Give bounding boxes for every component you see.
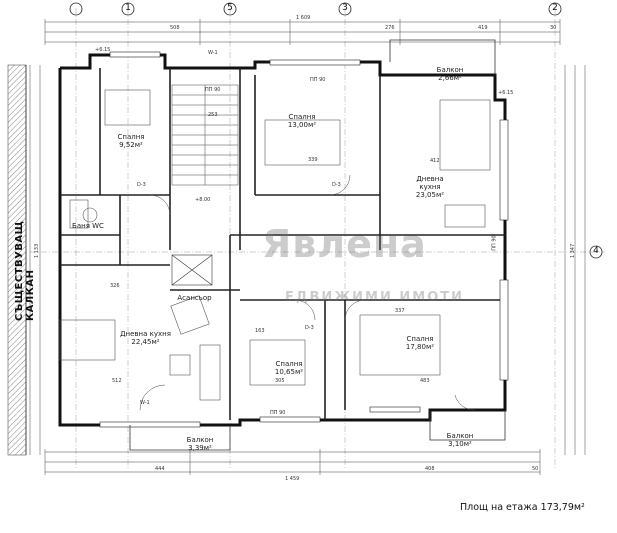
room-area: 9,52м² (119, 141, 143, 149)
dim-bottom-total: 1 459 (285, 476, 300, 482)
dim-bedroom1-b: 339 (308, 157, 318, 163)
room-area: 13,00м² (287, 121, 317, 129)
watermark-subtitle: ЕДВИЖИМИ ИМОТИ (285, 290, 464, 305)
staircase (171, 84, 239, 186)
room-bedroom-3: Спалня 10,65м² (264, 360, 314, 376)
room-name: Спалня (275, 360, 303, 368)
dim-right-total: 1 347 (570, 243, 577, 259)
dim-bottom-3: 50 (532, 466, 539, 472)
label-d3-c: D-3 (305, 325, 314, 331)
room-bathroom: Баня WC (68, 222, 108, 230)
room-area: 3,39м² (188, 444, 212, 452)
label-d3-b: D-3 (332, 182, 341, 188)
room-name: Баня WC (72, 222, 104, 230)
dim-bottom-2: 408 (425, 466, 435, 472)
dim-bedroom1-a: 253 (208, 112, 218, 118)
room-area: 2,66м² (438, 74, 462, 82)
dim-bedroom3-b: 305 (275, 378, 285, 384)
dim-bedroom4-b: 483 (420, 378, 430, 384)
elevator-shaft (171, 254, 213, 286)
room-balcony-1: Балкон 2,66м² (425, 66, 475, 82)
dim-left-total: 1 133 (34, 243, 41, 259)
dim-top-2: 276 (385, 25, 395, 31)
label-pp90-right: ПП 90 (491, 235, 498, 251)
room-name: Балкон (446, 432, 474, 440)
doors (139, 174, 476, 411)
room-name: Балкон (436, 66, 464, 74)
axis-label-1: 1 (125, 3, 131, 13)
floor-area-label: Площ на етажа 173,79м² (460, 502, 585, 513)
room-area: 23,05м² (415, 191, 445, 199)
dim-top-1: 508 (170, 25, 180, 31)
room-living-kitchen-2: Дневна кухня 22,45м² (118, 330, 173, 346)
room-name: Балкон (186, 436, 214, 444)
dim-top-3: 419 (478, 25, 488, 31)
label-w1-top: W-1 (208, 50, 218, 56)
room-balcony-3: Балкон 3,10м² (435, 432, 485, 448)
axis-label-2: 2 (552, 3, 558, 13)
dim-bedroom4-a: 337 (395, 308, 405, 314)
dim-living1: 412 (430, 158, 440, 164)
furniture (59, 89, 491, 401)
room-bedroom-2: Спалня 13,00м² (277, 113, 327, 129)
dim-top-4: 30 (550, 25, 557, 31)
dim-bottom-1: 444 (155, 466, 165, 472)
dim-top-total: 1 609 (296, 15, 311, 21)
room-name: Спалня (288, 113, 316, 121)
room-name: Спалня (406, 335, 434, 343)
room-area: 22,45м² (131, 338, 160, 346)
interior-walls (60, 68, 505, 420)
room-name: Спалня (117, 133, 145, 141)
room-balcony-2: Балкон 3,39м² (175, 436, 225, 452)
room-bedroom-1: Спалня 9,52м² (106, 133, 156, 149)
label-pp90-top: ПП 90 (205, 87, 221, 93)
label-level-top: +6.15 (95, 47, 111, 53)
label-level-right: +6.15 (498, 90, 514, 96)
axis-label-3: 3 (342, 3, 348, 13)
windows (99, 51, 509, 428)
room-elevator: Асансьор (172, 294, 217, 302)
watermark-brand: Явлена (262, 222, 427, 266)
room-area: 17,80м² (405, 343, 435, 351)
room-bedroom-4: Спалня 17,80м² (395, 335, 445, 351)
room-name: Асансьор (177, 294, 212, 302)
balconies (129, 39, 506, 451)
axis-label-4: 4 (593, 246, 599, 256)
label-pp90-top2: ПП 90 (310, 77, 326, 83)
party-wall-label: СЪЩЕСТВУВАЩ КАЛКАН (14, 220, 36, 321)
dim-living2-b: 512 (112, 378, 122, 384)
label-pp90-bottom: ПП 90 (270, 410, 286, 416)
label-d3-a: D-3 (137, 182, 146, 188)
room-area: 10,65м² (274, 368, 304, 376)
label-level-mid: +8.00 (195, 197, 211, 203)
label-w1-bottom: W-1 (140, 400, 150, 406)
room-name: Дневна кухня (416, 175, 444, 191)
room-name: Дневна кухня (120, 330, 171, 338)
dim-living2-a: 326 (110, 283, 120, 289)
room-area: 3,10м² (448, 440, 472, 448)
dim-bedroom3-a: 163 (255, 328, 265, 334)
axis-markers (69, 2, 603, 259)
dimension-lines (29, 21, 586, 473)
room-living-kitchen-1: Дневна кухня 23,05м² (405, 175, 455, 199)
axis-label-5: 5 (227, 3, 233, 13)
